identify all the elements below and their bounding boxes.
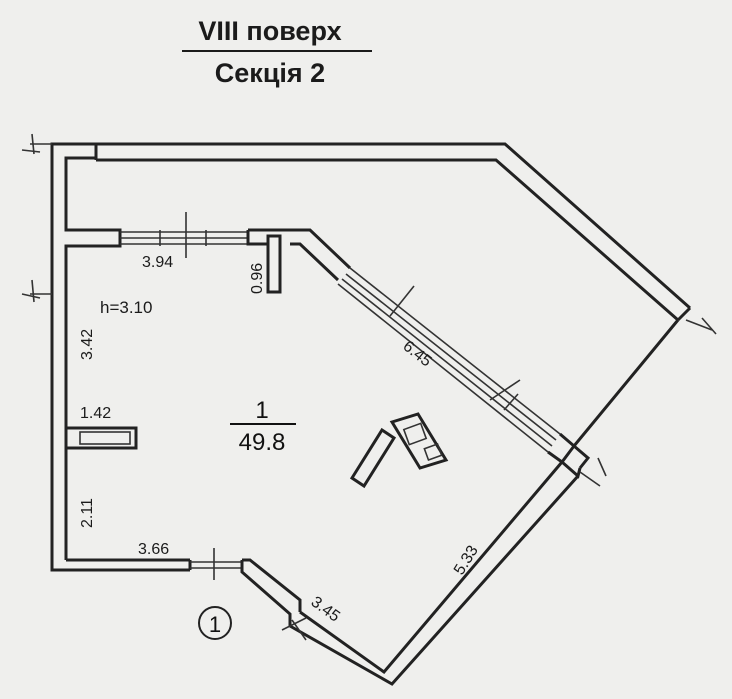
bottom-wall [190, 548, 307, 641]
room-height: h=3.10 [100, 298, 152, 317]
dim-window-top: 3.94 [142, 254, 173, 271]
stove-symbol [349, 412, 449, 489]
dim-bottom-left: 3.66 [138, 541, 169, 558]
section-title: Секція 2 [214, 58, 326, 88]
left-wall [21, 133, 192, 572]
diagonal-window [337, 267, 561, 453]
niche [64, 426, 138, 450]
axis-marker-label: 1 [209, 612, 221, 637]
dim-left-lower: 2.11 [79, 498, 96, 528]
axis-marker: 1 [198, 606, 232, 640]
dim-diagonal: 6.45 [400, 338, 435, 371]
title-divider [182, 50, 372, 52]
floor-title: VIII поверх [198, 16, 342, 46]
dim-left-upper: 3.42 [79, 329, 96, 360]
dim-pillar: 0.96 [249, 263, 266, 294]
top-window [120, 212, 248, 258]
right-wall [289, 319, 680, 686]
dim-niche: 1.42 [80, 405, 111, 422]
pillar [246, 228, 352, 294]
room-area: 49.8 [239, 429, 286, 456]
room-number: 1 [255, 397, 268, 424]
loggia-outline [94, 142, 717, 335]
